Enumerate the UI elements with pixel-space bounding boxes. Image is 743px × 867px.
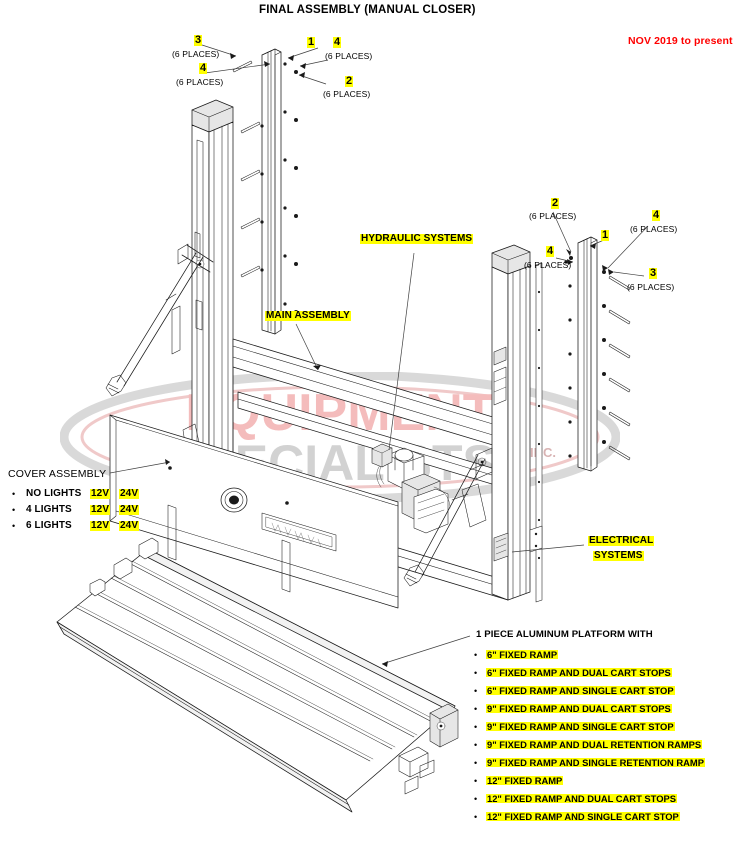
callout-places-left-3: (6 PLACES) [172,49,220,59]
callout-places-right-4b: (6 PLACES) [524,260,572,270]
callout-places-left-4b: (6 PLACES) [176,77,224,87]
cover-opt1-2[interactable]: 12V [90,520,111,531]
platform-bullet-9: • [474,812,478,822]
label-electrical-systems-line2: SYSTEMS [593,550,644,561]
page-title: FINAL ASSEMBLY (MANUAL CLOSER) [259,4,476,16]
hydraulic-power-unit [371,443,451,534]
right-mast [403,244,543,603]
platform-bullet-5: • [474,740,478,750]
platform-option-5[interactable]: 9" FIXED RAMP AND DUAL RETENTION RAMPS [486,739,703,750]
cover-assembly-heading: COVER ASSEMBLY [8,468,107,480]
cover-assembly-panel [109,414,399,609]
platform-option-6[interactable]: 9" FIXED RAMP AND SINGLE RETENTION RAMP [486,757,705,768]
callout-places-right-4a: (6 PLACES) [630,224,678,234]
callout-places-right-2: (6 PLACES) [529,211,577,221]
leader-lines [109,44,649,667]
platform-bullet-7: • [474,776,478,786]
cover-opt1-0[interactable]: 12V [90,488,111,499]
callout-number-right-2: 2 [551,197,560,209]
platform-bullet-4: • [474,722,478,732]
callout-places-right-3: (6 PLACES) [627,282,675,292]
platform-bullet-6: • [474,758,478,768]
callout-places-left-4a: (6 PLACES) [325,51,373,61]
cover-opt2-1[interactable]: 24V [119,504,140,515]
platform-bullet-2: • [474,686,478,696]
label-electrical-systems-line1: ELECTRICAL [588,535,655,546]
right-exploded-rail [564,236,631,472]
callout-number-left-4a: 4 [333,36,342,48]
platform-option-3[interactable]: 9" FIXED RAMP AND DUAL CART STOPS [486,703,672,714]
platform-bullet-1: • [474,668,478,678]
platform-option-4[interactable]: 9" FIXED RAMP AND SINGLE CART STOP [486,721,675,732]
callout-number-left-4b: 4 [199,62,208,74]
callout-number-left-1: 1 [307,36,316,48]
label-main-assembly: MAIN ASSEMBLY [265,310,351,321]
left-mast [105,99,234,481]
platform-bullet-8: • [474,794,478,804]
cover-opt1-1[interactable]: 12V [90,504,111,515]
cover-opt2-2[interactable]: 24V [119,520,140,531]
label-hydraulic-systems: HYDRAULIC SYSTEMS [360,233,474,244]
platform-options-heading: 1 PIECE ALUMINUM PLATFORM WITH [476,629,653,640]
platform-bullet-3: • [474,704,478,714]
callout-number-right-3: 3 [649,267,658,279]
platform-option-1[interactable]: 6" FIXED RAMP AND DUAL CART STOPS [486,667,672,678]
callout-number-right-4a: 4 [652,209,661,221]
cover-opt2-0[interactable]: 24V [119,488,140,499]
platform-option-8[interactable]: 12" FIXED RAMP AND DUAL CART STOPS [486,793,678,804]
platform-option-9[interactable]: 12" FIXED RAMP AND SINGLE CART STOP [486,811,680,822]
callout-places-left-2: (6 PLACES) [323,89,371,99]
cover-label-0: NO LIGHTS [26,488,82,499]
cover-label-2: 6 LIGHTS [26,520,72,531]
callout-number-left-3: 3 [194,34,203,46]
callout-number-left-2: 2 [345,75,354,87]
callout-number-right-1: 1 [601,229,610,241]
cover-bullet-0: • [12,489,16,499]
platform-option-7[interactable]: 12" FIXED RAMP [486,775,564,786]
aluminum-platform [56,537,459,813]
cover-label-1: 4 LIGHTS [26,504,72,515]
revision-note: NOV 2019 to present [628,35,733,47]
left-exploded-rail [232,48,298,335]
platform-bullet-0: • [474,650,478,660]
cover-bullet-1: • [12,505,16,515]
platform-option-2[interactable]: 6" FIXED RAMP AND SINGLE CART STOP [486,685,675,696]
platform-option-0[interactable]: 6" FIXED RAMP [486,649,559,660]
callout-number-right-4b: 4 [546,245,555,257]
cover-bullet-2: • [12,521,16,531]
